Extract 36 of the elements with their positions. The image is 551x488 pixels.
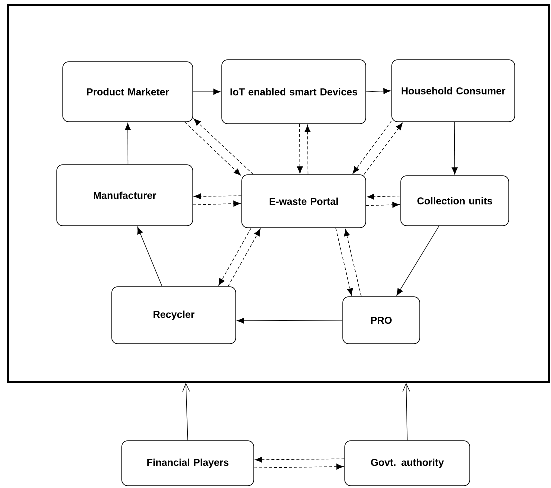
process-box: E-waste Portal: [242, 174, 366, 228]
arrow: [452, 122, 458, 175]
arrow: [182, 383, 190, 441]
process-box: Collection units: [400, 176, 510, 226]
arrow: [366, 88, 391, 94]
arrow: [237, 318, 343, 324]
arrow: [138, 227, 163, 287]
arrow: [367, 194, 401, 200]
process-box: IoT enabled smart Devices: [222, 60, 366, 124]
arrow: [396, 226, 440, 296]
process-box: Household Consumer: [392, 60, 516, 122]
process-box: Recycler: [112, 286, 236, 344]
process-box: Govt. authority: [344, 440, 470, 486]
arrow: [344, 229, 362, 297]
arrow: [193, 89, 221, 95]
arrow: [218, 228, 252, 286]
arrow: [194, 194, 242, 200]
arrow: [304, 125, 311, 175]
arrow: [336, 228, 354, 296]
arrow: [364, 122, 403, 175]
process-box: PRO: [342, 296, 420, 344]
process-box: Financial Players: [122, 440, 254, 486]
arrow: [366, 202, 400, 208]
process-box: Manufacturer: [56, 164, 194, 226]
arrow: [254, 464, 344, 470]
arrow: [228, 229, 261, 287]
process-box: Product Marketer: [62, 62, 194, 122]
arrow: [297, 124, 304, 174]
arrow: [193, 200, 241, 207]
arrow: [184, 122, 242, 176]
frame-box: [7, 4, 550, 383]
arrow: [352, 120, 392, 174]
arrow: [194, 118, 254, 175]
arrow: [402, 383, 410, 441]
arrow: [255, 456, 345, 463]
arrow: [125, 123, 132, 165]
